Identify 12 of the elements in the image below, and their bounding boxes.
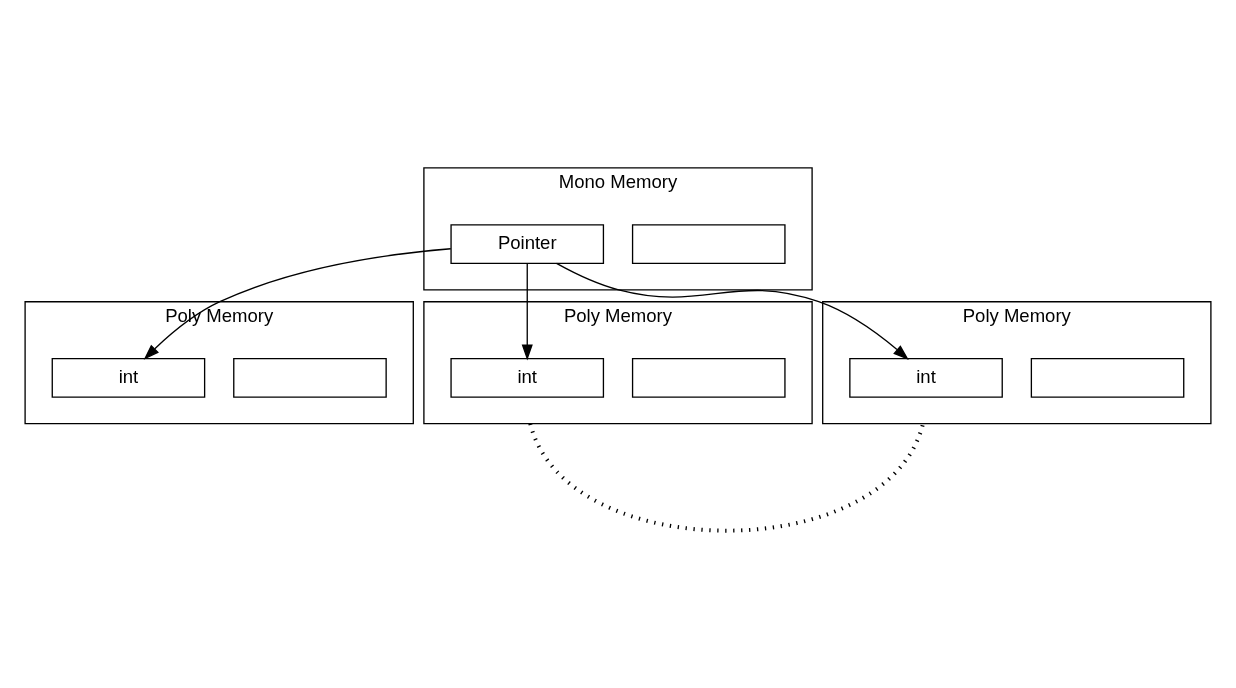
node-box: int bbox=[450, 358, 605, 398]
node-box: int bbox=[849, 358, 1003, 398]
node-box bbox=[631, 358, 786, 398]
node-box: int bbox=[51, 358, 206, 398]
node-box bbox=[631, 224, 786, 264]
arrow bbox=[555, 262, 909, 360]
arrow bbox=[143, 248, 452, 360]
arrow bbox=[521, 262, 533, 361]
connector bbox=[528, 422, 925, 533]
node-box bbox=[1030, 358, 1185, 398]
node-box bbox=[233, 358, 387, 398]
node-box: Pointer bbox=[450, 224, 605, 264]
